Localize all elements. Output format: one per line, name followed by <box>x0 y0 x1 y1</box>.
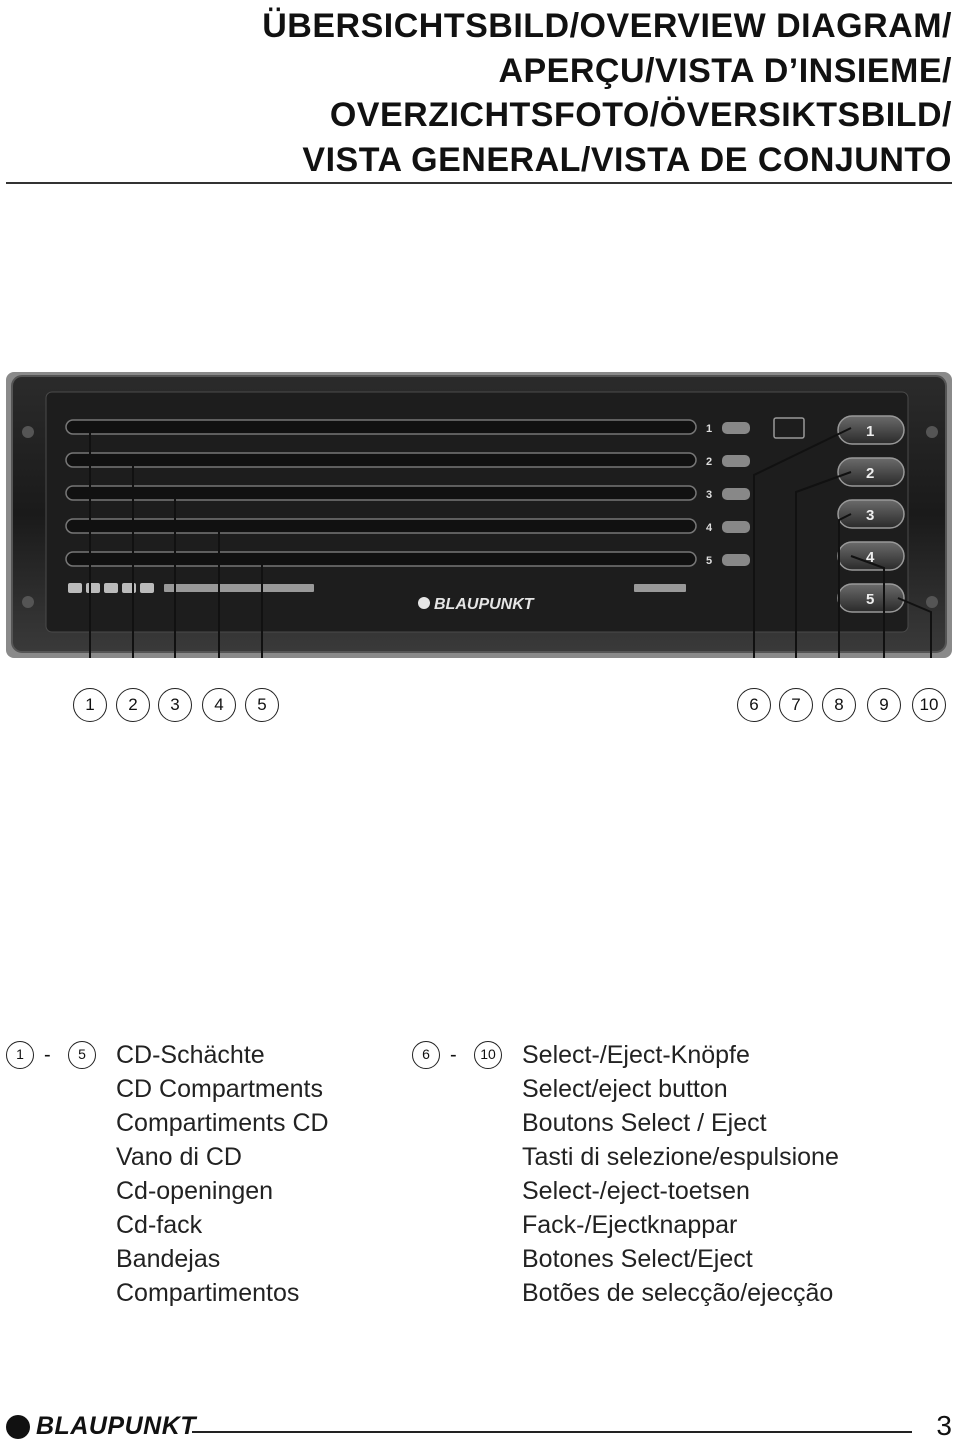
callout-5: 5 <box>245 688 279 722</box>
legend-item: Botones Select/Eject <box>522 1242 839 1276</box>
device-brand-text: BLAUPUNKT <box>434 596 535 613</box>
callout-4: 4 <box>202 688 236 722</box>
legend-list: Select-/Eject-Knöpfe Select/eject button… <box>522 1038 839 1310</box>
footer-divider <box>192 1431 912 1433</box>
screw-icon <box>22 596 34 608</box>
page-number: 3 <box>936 1410 952 1442</box>
footer-brand-text: BLAUPUNKT <box>36 1412 196 1441</box>
button-number-1: 1 <box>866 423 874 440</box>
legend-item: Select-/eject-toetsen <box>522 1174 839 1208</box>
screw-icon <box>926 426 938 438</box>
cd-changer-front-panel: 1 2 3 4 5 1 2 3 4 5 <box>6 372 952 658</box>
callout-9: 9 <box>867 688 901 722</box>
callout-6: 6 <box>737 688 771 722</box>
title-line-2: APERÇU/VISTA D’INSIEME/ <box>262 49 952 94</box>
callout-7: 7 <box>779 688 813 722</box>
cd-slot-1[interactable] <box>66 420 696 434</box>
legend-item: Boutons Select / Eject <box>522 1106 839 1140</box>
page-footer: BLAUPUNKT 3 <box>6 1406 952 1446</box>
slot-number-4: 4 <box>706 522 713 534</box>
callout-3: 3 <box>158 688 192 722</box>
slot-number-3: 3 <box>706 489 712 501</box>
legend-item: CD-Schächte <box>116 1038 329 1072</box>
slot-number-2: 2 <box>706 456 712 468</box>
legend-item: Cd-fack <box>116 1208 329 1242</box>
screw-icon <box>926 596 938 608</box>
callout-10: 10 <box>912 688 946 722</box>
button-number-3: 3 <box>866 507 874 524</box>
legend-range: 1 - 5 <box>6 1038 106 1072</box>
cd-slot-2[interactable] <box>66 453 696 467</box>
legend-item: Compartiments CD <box>116 1106 329 1140</box>
slot-number-1: 1 <box>706 423 712 435</box>
button-number-5: 5 <box>866 591 874 608</box>
title-line-4: VISTA GENERAL/VISTA DE CONJUNTO <box>262 138 952 183</box>
legend-item: Botões de selecção/ejecção <box>522 1276 839 1310</box>
page-title: ÜBERSICHTSBILD/OVERVIEW DIAGRAM/ APERÇU/… <box>262 4 952 182</box>
legend-from: 6 <box>412 1041 440 1069</box>
brand-dot-icon <box>418 597 430 609</box>
legend-list: CD-Schächte CD Compartments Compartiment… <box>116 1038 329 1310</box>
screw-icon <box>22 426 34 438</box>
slot-number-5: 5 <box>706 555 712 567</box>
device-brand-logo: BLAUPUNKT <box>418 596 535 613</box>
legend-item: Fack-/Ejectknappar <box>522 1208 839 1242</box>
legend-dash: - <box>450 1041 457 1069</box>
title-line-3: OVERZICHTSFOTO/ÖVERSIKTSBILD/ <box>262 93 952 138</box>
brand-dot-icon <box>6 1415 30 1439</box>
button-number-2: 2 <box>866 465 874 482</box>
cd-slot-5[interactable] <box>66 552 696 566</box>
callout-2: 2 <box>116 688 150 722</box>
legend-to: 10 <box>474 1041 502 1069</box>
legend-item: Select-/Eject-Knöpfe <box>522 1038 839 1072</box>
legend-dash: - <box>44 1041 51 1069</box>
cd-slot-3[interactable] <box>66 486 696 500</box>
legend-item: Bandejas <box>116 1242 329 1276</box>
footer-brand-logo: BLAUPUNKT <box>6 1412 196 1441</box>
callout-numbers: 1 2 3 4 5 6 7 8 9 10 <box>0 688 960 728</box>
legend-from: 1 <box>6 1041 34 1069</box>
cd-slot-4[interactable] <box>66 519 696 533</box>
legend-item: Vano di CD <box>116 1140 329 1174</box>
title-line-1: ÜBERSICHTSBILD/OVERVIEW DIAGRAM/ <box>262 4 952 49</box>
legend-item: Tasti di selezione/espulsione <box>522 1140 839 1174</box>
legend-item: Compartimentos <box>116 1276 329 1310</box>
title-divider <box>6 182 952 184</box>
legend-item: CD Compartments <box>116 1072 329 1106</box>
legend-item: Select/eject button <box>522 1072 839 1106</box>
callout-1: 1 <box>73 688 107 722</box>
legend-range: 6 - 10 <box>412 1038 512 1072</box>
legend-to: 5 <box>68 1041 96 1069</box>
legend-item: Cd-openingen <box>116 1174 329 1208</box>
callout-8: 8 <box>822 688 856 722</box>
